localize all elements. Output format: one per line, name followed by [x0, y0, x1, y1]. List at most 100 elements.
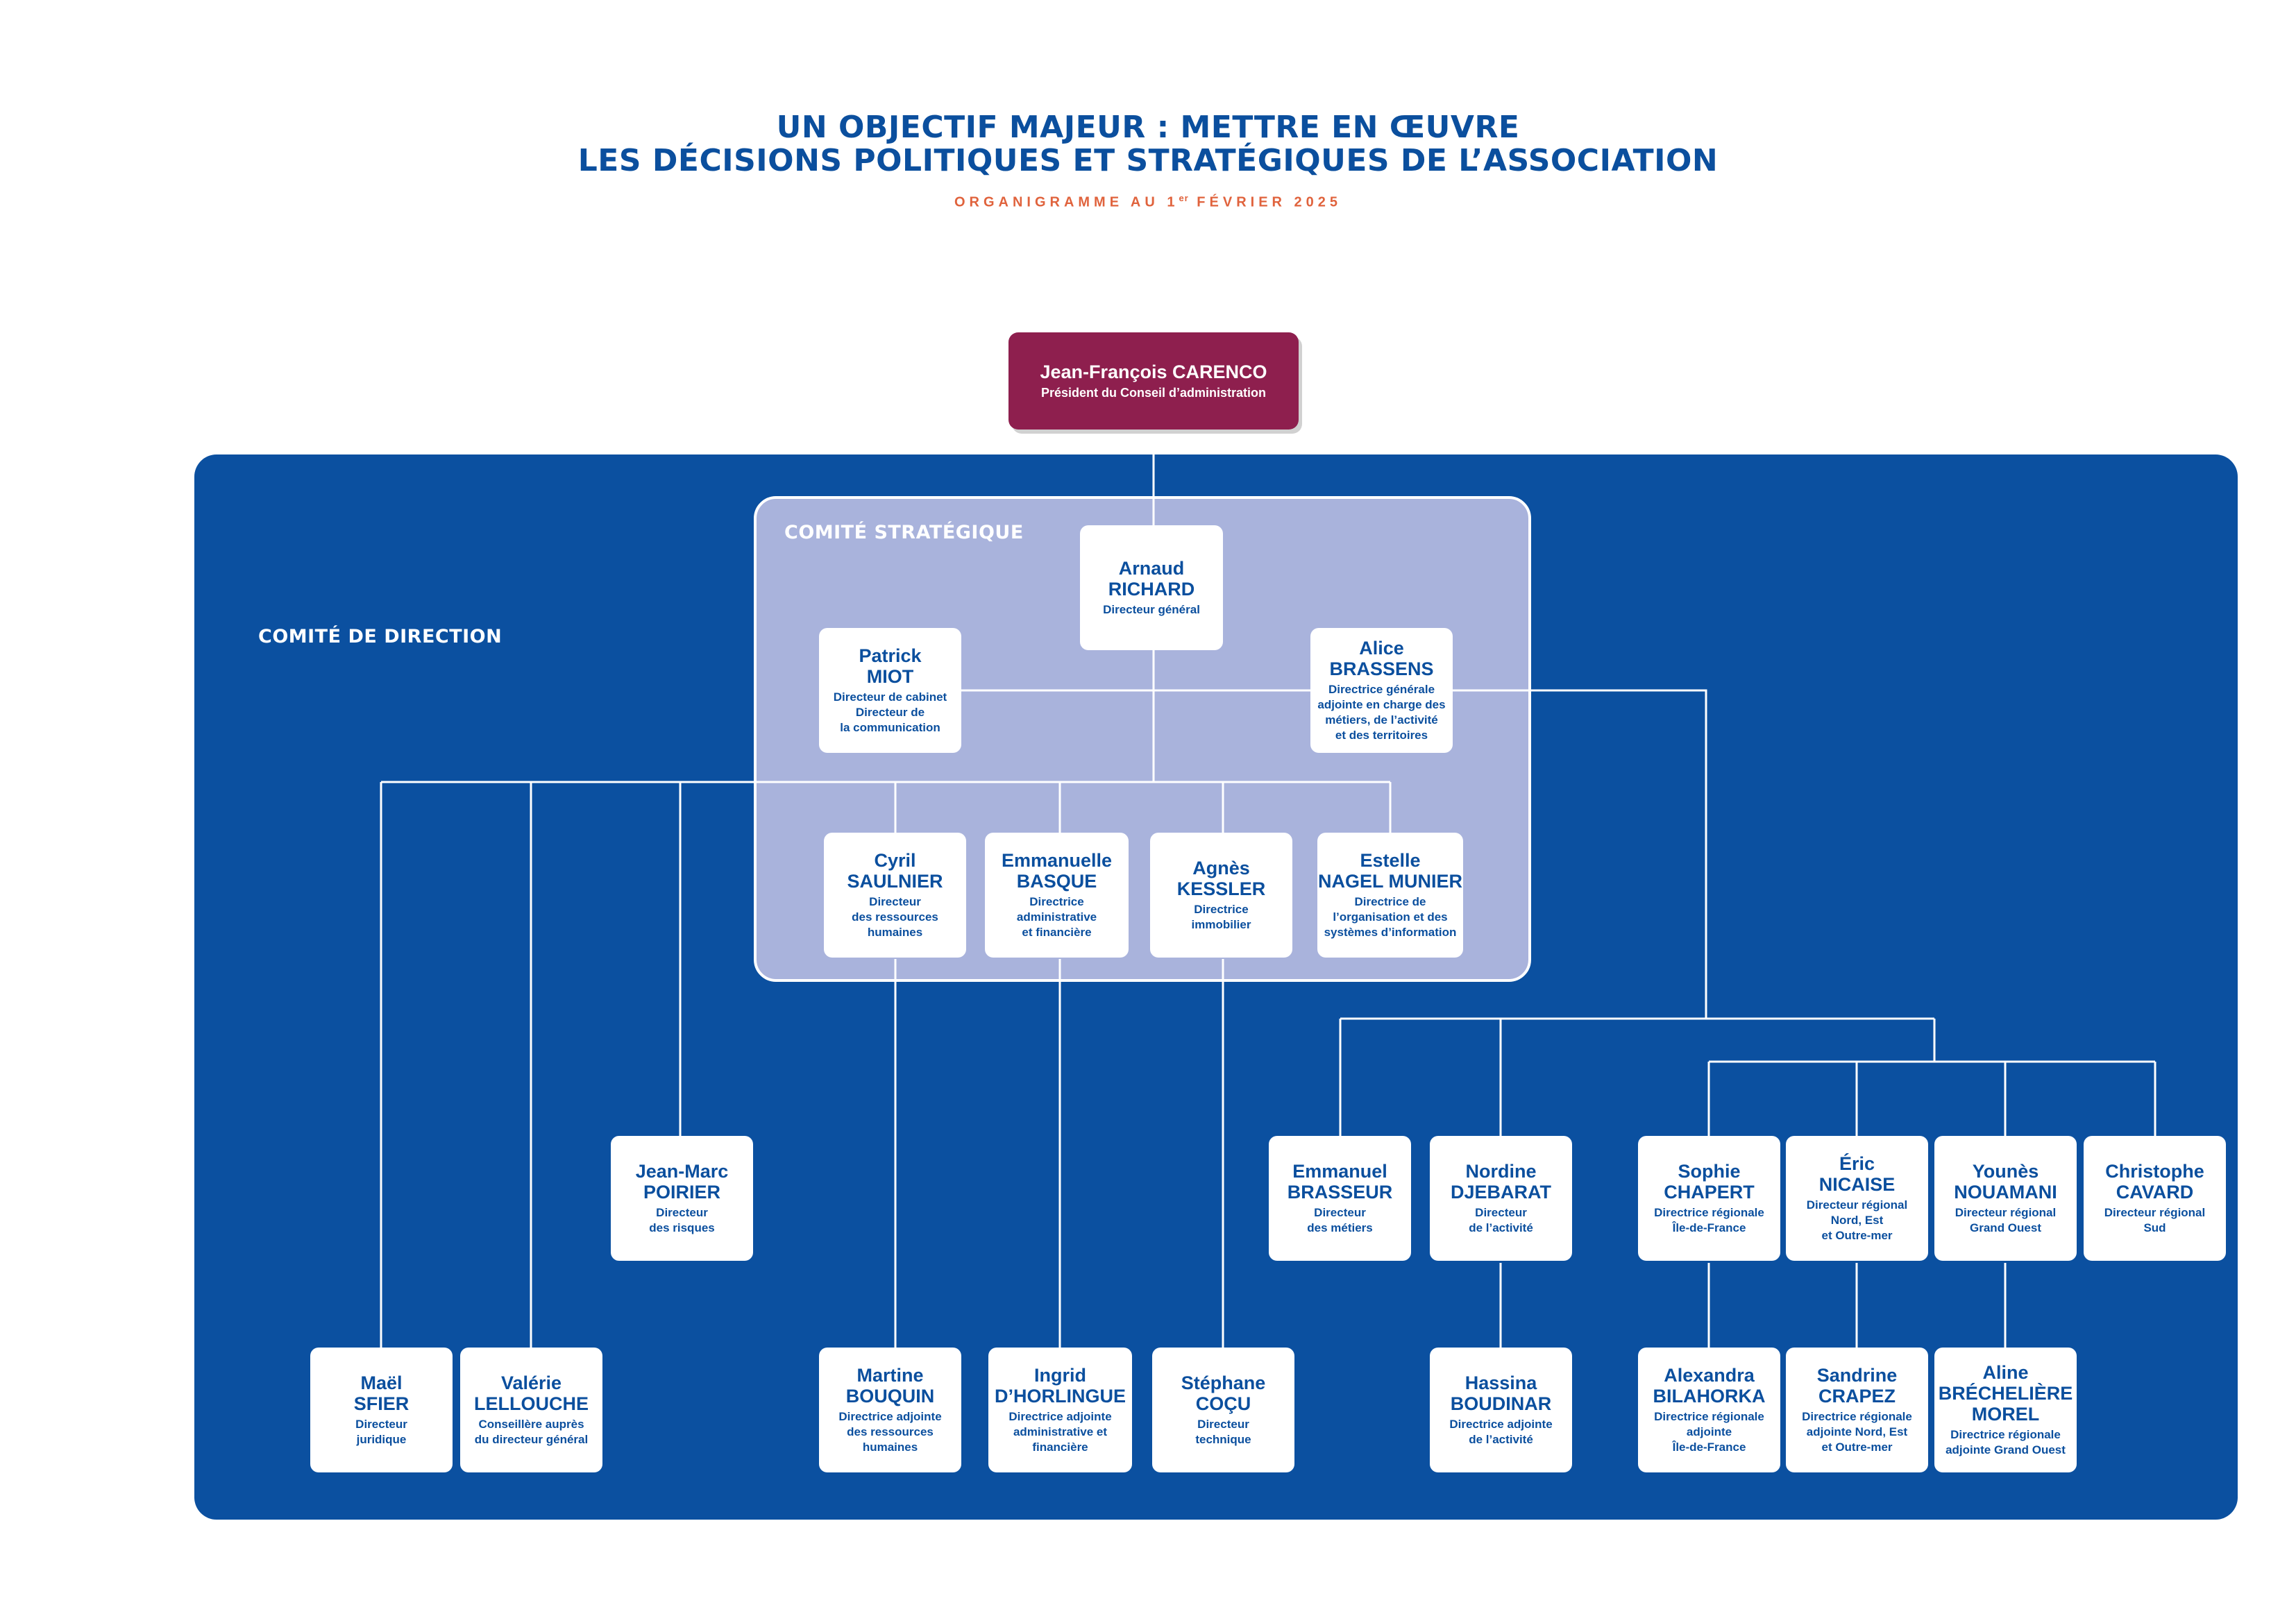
person-card-basque: Emmanuelle BASQUE Directrice administrat…	[985, 833, 1129, 958]
person-first-name: Christophe	[2105, 1161, 2204, 1182]
person-last-name: BRÉCHELIÈRE MOREL	[1938, 1383, 2073, 1425]
person-last-name: NAGEL MUNIER	[1318, 871, 1463, 892]
subtitle-suffix: FÉVRIER 2025	[1188, 194, 1342, 210]
person-role: Directrice générale adjointe en charge d…	[1317, 683, 1446, 742]
person-role: Directeur technique	[1195, 1418, 1251, 1446]
person-first-name: Ingrid	[1034, 1365, 1086, 1386]
person-role: Directeur régional Grand Ouest	[1955, 1206, 2057, 1234]
person-role: Directrice adjointe administrative et fi…	[1008, 1410, 1112, 1454]
subtitle-superscript: er	[1179, 193, 1189, 203]
person-card-sfier: Maël SFIER Directeur juridique	[310, 1348, 453, 1472]
person-last-name: NICAISE	[1818, 1174, 1896, 1195]
person-card-brasseur: Emmanuel BRASSEUR Directeur des métiers	[1269, 1136, 1411, 1261]
person-last-name: BASQUE	[1016, 871, 1097, 892]
person-first-name: Emmanuelle	[1001, 850, 1113, 871]
person-role: Directeur de l’activité	[1469, 1206, 1533, 1234]
person-last-name: CRAPEZ	[1818, 1386, 1896, 1407]
person-card-bouquin: Martine BOUQUIN Directrice adjointe des …	[819, 1348, 961, 1472]
person-card-dhorlingue: Ingrid D’HORLINGUE Directrice adjointe a…	[988, 1348, 1132, 1472]
strategic-committee-label: COMITÉ STRATÉGIQUE	[784, 522, 1024, 543]
person-first-name: Éric	[1839, 1153, 1875, 1174]
title-block: UN OBJECTIF MAJEUR : METTRE EN ŒUVRE LES…	[0, 111, 2296, 211]
person-last-name: POIRIER	[643, 1182, 721, 1203]
person-first-name: Cyril	[874, 850, 916, 871]
direction-committee-label: COMITÉ DE DIRECTION	[258, 626, 503, 647]
person-role: Directrice régionale adjointe Grand Oues…	[1945, 1428, 2066, 1456]
person-card-kessler: Agnès KESSLER Directrice immobilier	[1150, 833, 1292, 958]
person-last-name: BRASSENS	[1329, 658, 1434, 679]
person-card-djebarat: Nordine DJEBARAT Directeur de l’activité	[1430, 1136, 1572, 1261]
person-card-boudinar: Hassina BOUDINAR Directrice adjointe de …	[1430, 1348, 1572, 1472]
person-card-cavard: Christophe CAVARD Directeur régional Sud	[2084, 1136, 2226, 1261]
person-last-name: KESSLER	[1176, 878, 1266, 899]
person-first-name: Maël	[360, 1373, 403, 1393]
person-first-name: Stéphane	[1181, 1373, 1266, 1393]
person-first-name: Alice	[1359, 638, 1404, 658]
person-role: Directrice régionale Île-de-France	[1654, 1206, 1764, 1234]
person-last-name: BRASSEUR	[1287, 1182, 1393, 1203]
person-last-name: BOUQUIN	[845, 1386, 935, 1407]
person-last-name: MIOT	[866, 666, 914, 687]
person-last-name: BILAHORKA	[1653, 1386, 1766, 1407]
person-role: Directeur des ressources humaines	[852, 895, 938, 939]
person-card-bilahorka: Alexandra BILAHORKA Directrice régionale…	[1638, 1348, 1780, 1472]
person-first-name: Patrick	[859, 645, 922, 666]
org-chart-date: ORGANIGRAMME AU 1er FÉVRIER 2025	[0, 193, 2296, 211]
person-first-name: Nordine	[1465, 1161, 1537, 1182]
person-card-brassens: Alice BRASSENS Directrice générale adjoi…	[1310, 628, 1453, 753]
person-role: Directrice régionale adjointe Nord, Est …	[1802, 1410, 1912, 1454]
person-card-crapez: Sandrine CRAPEZ Directrice régionale adj…	[1786, 1348, 1928, 1472]
subtitle-prefix: ORGANIGRAMME AU 1	[954, 194, 1179, 210]
person-last-name: COÇU	[1195, 1393, 1251, 1414]
person-last-name: CAVARD	[2116, 1182, 2194, 1203]
person-role: Directeur régional Sud	[2104, 1206, 2206, 1234]
person-first-name: Aline	[1982, 1362, 2029, 1383]
person-role: Directeur des métiers	[1307, 1206, 1373, 1234]
person-last-name: D’HORLINGUE	[995, 1386, 1126, 1407]
person-last-name: LELLOUCHE	[474, 1393, 589, 1414]
person-card-miot: Patrick MIOT Directeur de cabinet Direct…	[819, 628, 961, 753]
person-first-name: Sophie	[1678, 1161, 1741, 1182]
person-first-name: Valérie	[500, 1373, 562, 1393]
person-first-name: Younès	[1972, 1161, 2039, 1182]
person-last-name: CHAPERT	[1664, 1182, 1755, 1203]
person-role: Directrice régionale adjointe Île-de-Fra…	[1654, 1410, 1764, 1454]
person-card-nagel-munier: Estelle NAGEL MUNIER Directrice de l’org…	[1317, 833, 1463, 958]
person-role: Directrice immobilier	[1191, 903, 1251, 931]
person-first-name: Alexandra	[1664, 1365, 1755, 1386]
person-name: Jean-François CARENCO	[1040, 362, 1267, 382]
person-role: Conseillère auprès du directeur général	[474, 1418, 589, 1446]
person-card-chapert: Sophie CHAPERT Directrice régionale Île-…	[1638, 1136, 1780, 1261]
person-last-name: DJEBARAT	[1450, 1182, 1551, 1203]
person-role: Président du Conseil d’administration	[1040, 386, 1267, 400]
person-last-name: SFIER	[353, 1393, 410, 1414]
person-last-name: RICHARD	[1108, 579, 1195, 600]
person-role: Directrice adjointe des ressources humai…	[838, 1410, 942, 1454]
person-first-name: Martine	[856, 1365, 924, 1386]
person-role: Directrice adjointe de l’activité	[1449, 1418, 1553, 1446]
person-card-saulnier: Cyril SAULNIER Directeur des ressources …	[824, 833, 966, 958]
person-first-name: Arnaud	[1118, 558, 1185, 579]
page-title-line-1: UN OBJECTIF MAJEUR : METTRE EN ŒUVRE	[776, 110, 1520, 145]
page-title-line-2: LES DÉCISIONS POLITIQUES ET STRATÉGIQUES…	[577, 143, 1719, 178]
person-role: Directeur de cabinet Directeur de la com…	[833, 690, 947, 734]
person-first-name: Hassina	[1464, 1373, 1537, 1393]
person-card-nouamani: Younès NOUAMANI Directeur régional Grand…	[1934, 1136, 2077, 1261]
person-role: Directeur des risques	[649, 1206, 715, 1234]
person-card-nicaise: Éric NICAISE Directeur régional Nord, Es…	[1786, 1136, 1928, 1261]
person-role: Directrice de l’organisation et des syst…	[1324, 895, 1457, 939]
person-last-name: BOUDINAR	[1450, 1393, 1552, 1414]
person-card-poirier: Jean-Marc POIRIER Directeur des risques	[611, 1136, 753, 1261]
person-first-name: Agnès	[1192, 858, 1250, 878]
person-last-name: SAULNIER	[847, 871, 943, 892]
person-card-richard: Arnaud RICHARD Directeur général	[1080, 525, 1223, 650]
connector-dga-to-regions	[1451, 689, 1707, 1019]
person-role: Directeur juridique	[355, 1418, 407, 1446]
person-card-carenco: Jean-François CARENCO Président du Conse…	[1008, 332, 1299, 430]
person-first-name: Emmanuel	[1292, 1161, 1387, 1182]
person-role: Directeur régional Nord, Est et Outre-me…	[1806, 1198, 1908, 1242]
person-card-cocu: Stéphane COÇU Directeur technique	[1152, 1348, 1294, 1472]
person-role: Directeur général	[1103, 603, 1200, 616]
person-first-name: Estelle	[1360, 850, 1421, 871]
